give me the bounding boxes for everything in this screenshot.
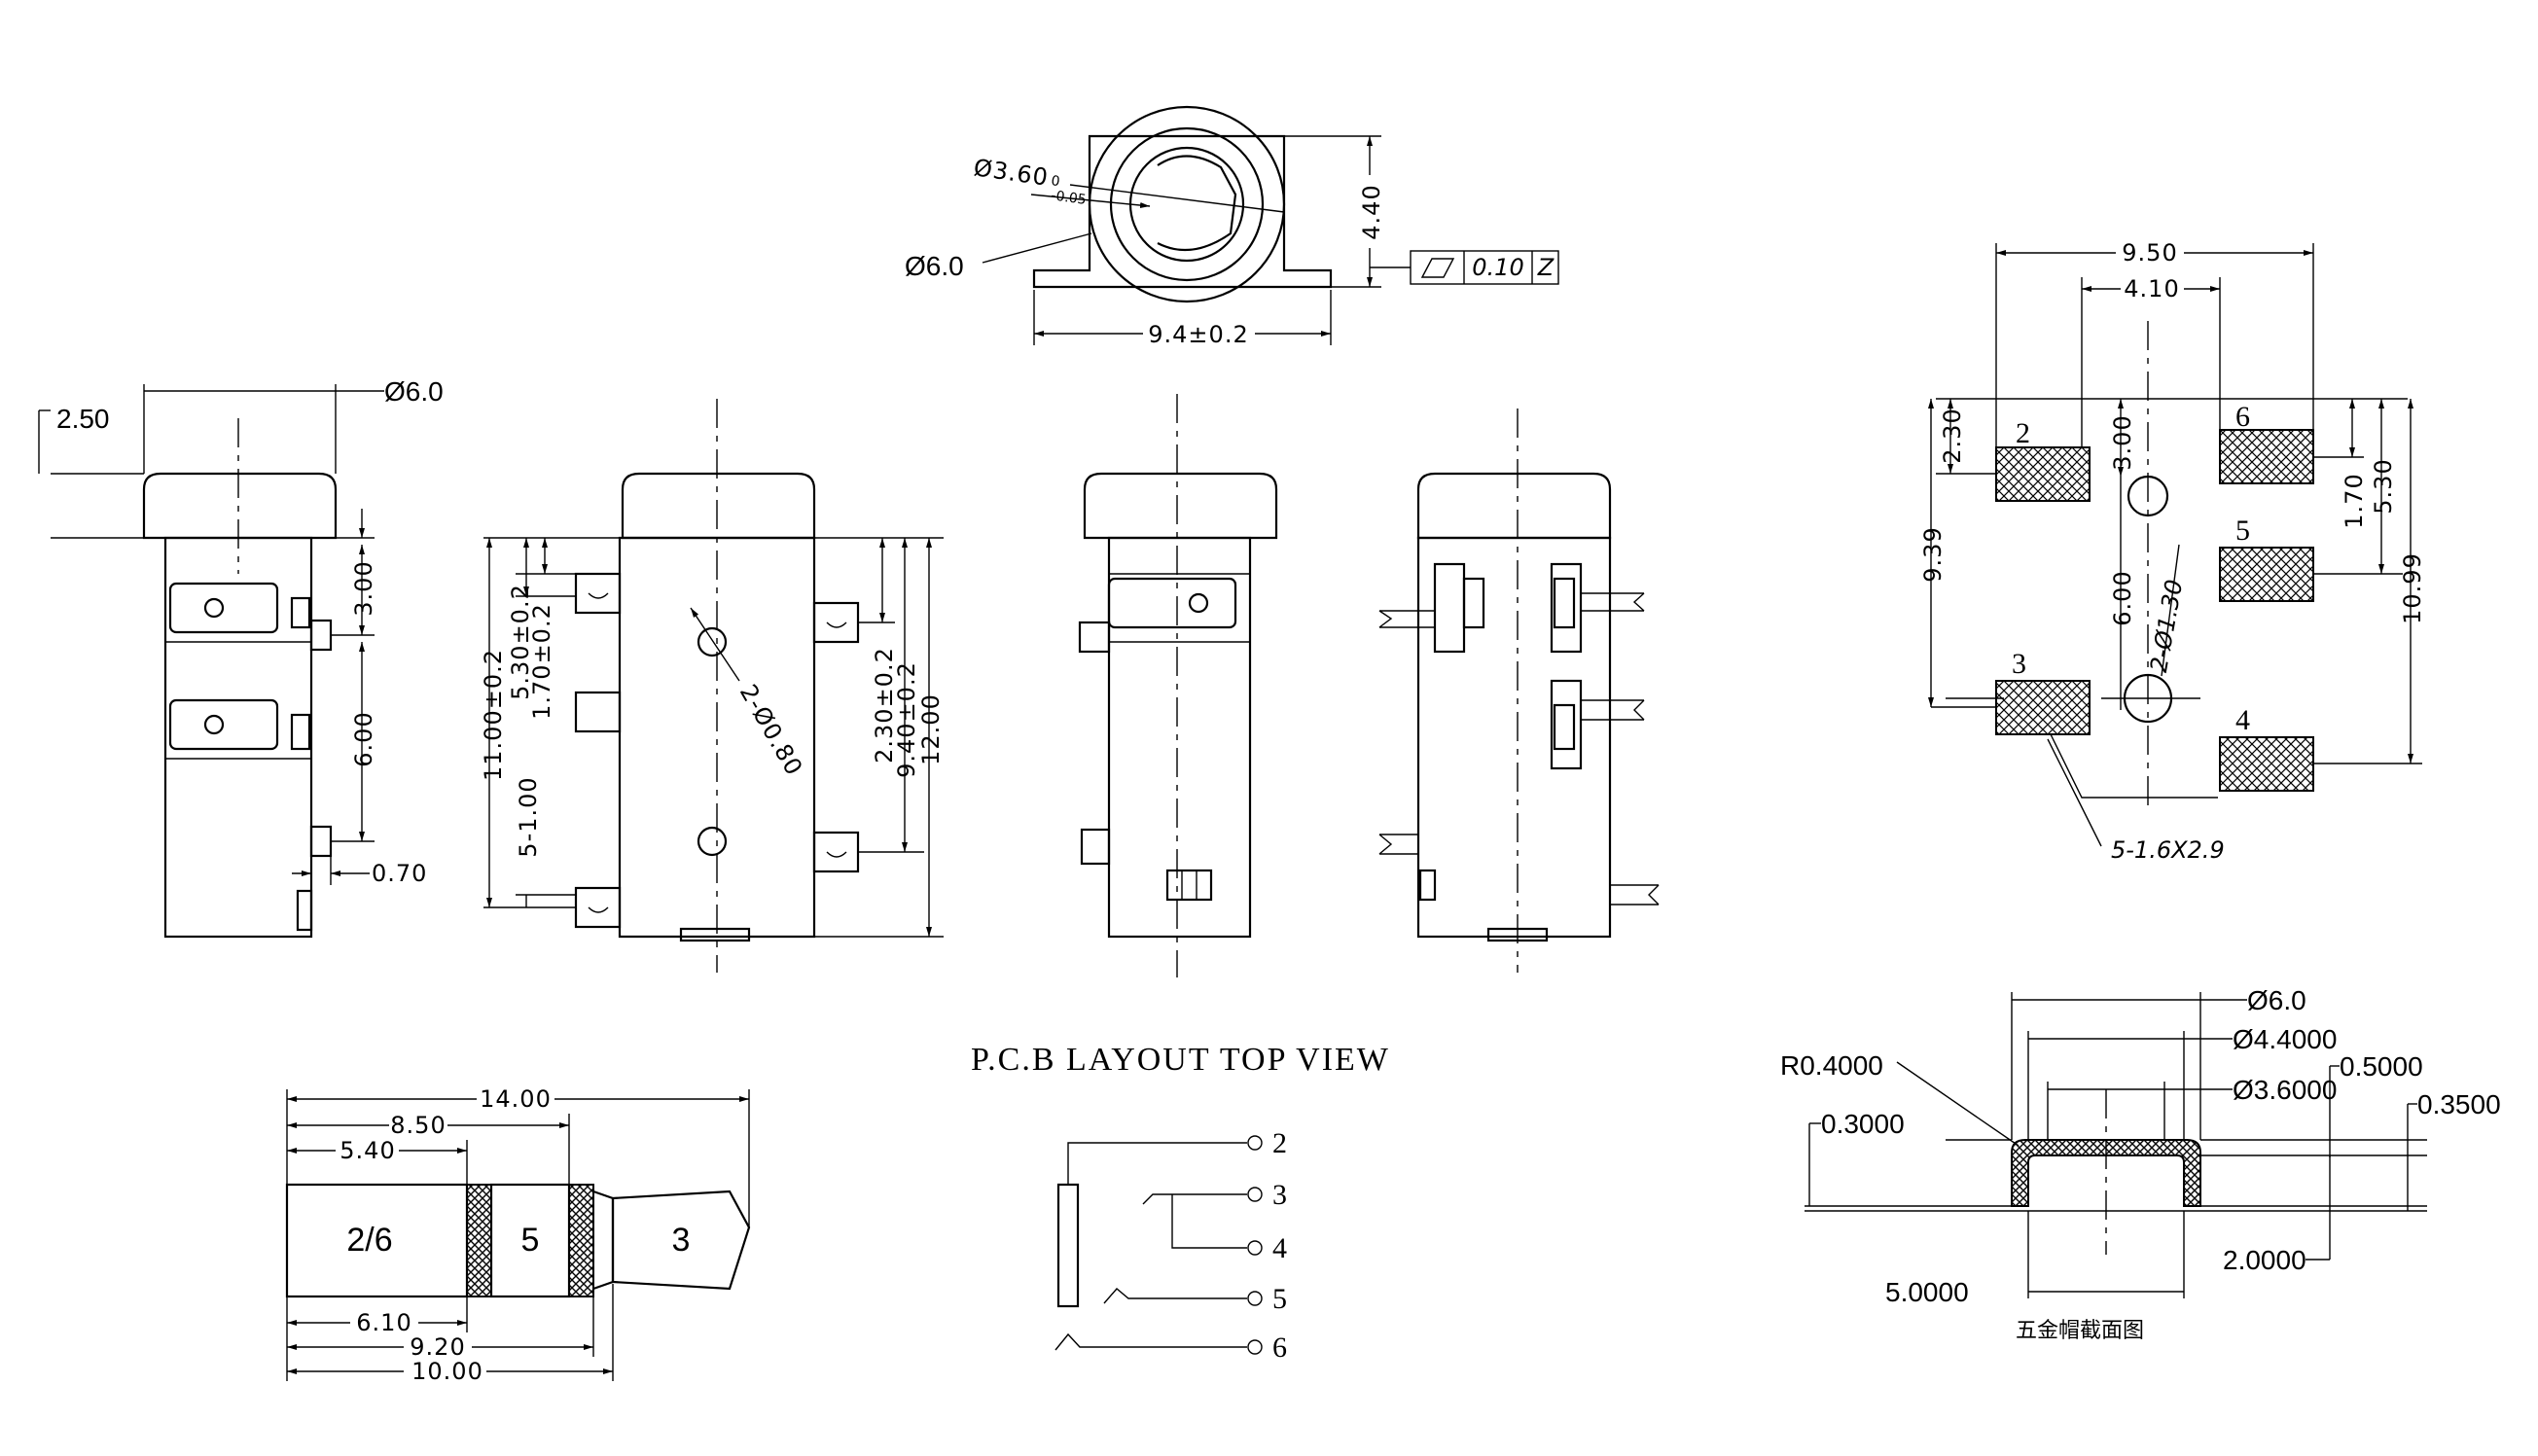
plug-seg-3: 3 — [672, 1222, 691, 1259]
flatness-value: 0.10 — [1472, 254, 1523, 281]
cap-base-width: 5.0000 — [1885, 1277, 1969, 1307]
rear-view — [1078, 394, 1278, 977]
bore-tol-upper: 0 — [1050, 173, 1060, 190]
plug-bottom-dim-3: 10.00 — [411, 1358, 483, 1385]
pcb-hole-spec: 2-Ø1.30 — [2145, 578, 2188, 675]
pin-schematic: 2 3 4 5 6 — [1055, 1127, 1287, 1364]
plug-drawing: 2/6 5 3 14.00 8.50 5.40 6.10 9.20 10.00 — [285, 1085, 751, 1385]
flatness-datum: Z — [1537, 254, 1555, 281]
front-overall-left: 11.00±0.2 — [480, 649, 507, 781]
front-dim-r3: 12.00 — [917, 693, 945, 765]
pcb-layout-title: P.C.B LAYOUT TOP VIEW — [971, 1042, 1390, 1078]
pcb-pad-label-2: 2 — [2016, 417, 2030, 449]
pcb-right-3: 10.99 — [2399, 552, 2426, 624]
front-view: 2-Ø0.80 11.00±0.2 5.30±0.2 1.70±0.2 5-1.… — [480, 399, 945, 973]
front-dim-d2: 1.70±0.2 — [528, 603, 555, 720]
top-height-label: 4.40 — [1358, 184, 1385, 239]
plug-top-dim-3: 5.40 — [340, 1137, 395, 1164]
pcb-width-inner: 4.10 — [2124, 275, 2179, 302]
side-pitch-b: 6.00 — [350, 711, 377, 766]
cap-height: 2.0000 — [2223, 1245, 2306, 1275]
schematic-pin-2: 2 — [1272, 1127, 1287, 1159]
plug-bottom-dim-1: 6.10 — [356, 1309, 411, 1336]
schematic-pin-5: 5 — [1272, 1283, 1287, 1315]
top-body-dia-label: Ø6.0 — [905, 251, 964, 281]
pcb-mid-2: 6.00 — [2109, 570, 2136, 625]
side-protrusion-label: 2.50 — [56, 404, 110, 434]
cap-t3: 0.3500 — [2417, 1089, 2501, 1119]
pcb-right-1: 1.70 — [2341, 473, 2368, 528]
cap-caption: 五金帽截面图 — [2016, 1319, 2144, 1343]
side-pin-offset: 0.70 — [372, 860, 427, 887]
pcb-pad-label-4: 4 — [2235, 704, 2250, 736]
plug-seg-1: 2/6 — [346, 1222, 392, 1259]
side-pitch-a: 3.00 — [350, 560, 377, 616]
plug-top-dim-2: 8.50 — [390, 1112, 446, 1139]
top-view: 9.4±0.2 4.40 0.10 Z Ø3.60 0 -0.05 Ø6.0 — [905, 105, 1559, 348]
pcb-mid-1: 3.00 — [2109, 414, 2136, 470]
cap-t1: 0.5000 — [2340, 1051, 2423, 1082]
pcb-pad-label-5: 5 — [2235, 515, 2250, 547]
schematic-pin-3: 3 — [1272, 1179, 1287, 1211]
plug-bottom-dim-2: 9.20 — [410, 1333, 465, 1361]
front-dim-d3: 5-1.00 — [515, 776, 542, 857]
cap-inner-dia: Ø3.6000 — [2233, 1075, 2337, 1105]
schematic-pin-6: 6 — [1272, 1332, 1287, 1364]
top-width-label: 9.4±0.2 — [1148, 321, 1248, 348]
pcb-layout: 2 6 5 3 4 9.50 4.10 2.30 9.39 3.00 6.00 … — [971, 239, 2426, 1078]
pcb-pad-label-6: 6 — [2235, 401, 2250, 433]
front-hole-spec: 2-Ø0.80 — [734, 680, 808, 780]
cap-section: Ø6.0 Ø4.4000 Ø3.6000 R0.4000 0.5000 0.30… — [1780, 985, 2501, 1343]
cap-outer-dia: Ø6.0 — [2247, 985, 2306, 1015]
front-dim-r1: 2.30±0.2 — [871, 647, 898, 764]
front-dim-r2: 9.40±0.2 — [893, 661, 920, 778]
pcb-right-2: 5.30 — [2370, 458, 2397, 514]
plug-seg-2: 5 — [521, 1222, 540, 1259]
pcb-pad-label-3: 3 — [2012, 648, 2026, 680]
pcb-pad-spec: 5-1.6X2.9 — [2111, 836, 2225, 864]
pcb-left-2: 9.39 — [1919, 526, 1947, 582]
pcb-width-total: 9.50 — [2122, 239, 2177, 266]
side-dia-label: Ø6.0 — [384, 376, 444, 407]
cap-t2: 0.3000 — [1821, 1109, 1905, 1139]
front-dim-d1: 5.30±0.2 — [507, 584, 534, 700]
side-view: Ø6.0 2.50 3.00 6.00 0.70 — [38, 376, 444, 939]
pcb-left-1: 2.30 — [1939, 408, 1966, 463]
right-side-view — [1378, 408, 1660, 973]
cap-radius: R0.4000 — [1780, 1050, 1883, 1081]
schematic-pin-4: 4 — [1272, 1232, 1287, 1264]
cap-mid-dia: Ø4.4000 — [2233, 1024, 2337, 1054]
bore-dia-label: Ø3.60 — [972, 154, 1050, 191]
plug-top-dim-1: 14.00 — [480, 1085, 552, 1113]
